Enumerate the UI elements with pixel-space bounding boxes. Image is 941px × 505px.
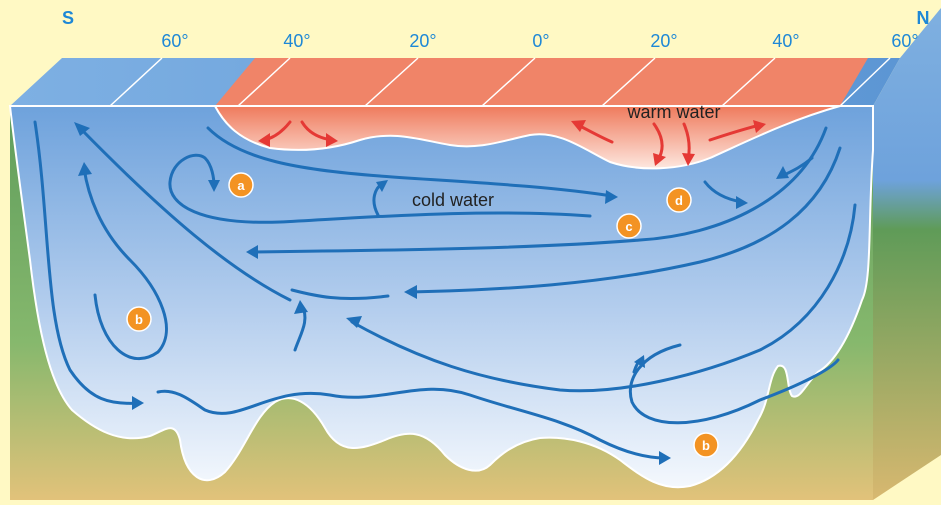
flow-arrow	[290, 288, 390, 300]
flow-arrow	[76, 124, 292, 302]
flow-arrow	[206, 126, 614, 198]
flow-arrow	[168, 153, 592, 224]
warm-water-label: warm water	[626, 102, 720, 122]
latitude-label: 60°	[891, 31, 918, 51]
water-body	[8, 105, 874, 489]
flow-arrowhead	[294, 300, 308, 314]
latitude-labels: 60° 40° 20° 0° 20° 40° 60°	[161, 31, 918, 51]
flow-arrowhead	[78, 162, 92, 176]
warm-flows	[258, 120, 766, 166]
warm-arrowhead	[326, 133, 338, 147]
warm-arrowhead	[258, 133, 270, 147]
badge-label: c	[625, 219, 632, 234]
circulation-flows	[33, 120, 857, 465]
flow-arrow	[350, 203, 857, 393]
flow-arrowhead	[132, 396, 144, 410]
flow-arrowhead	[736, 196, 748, 209]
flow-arrow	[408, 146, 842, 294]
flow-arrow	[33, 120, 142, 405]
badge-label: b	[702, 438, 710, 453]
latitude-label: 40°	[772, 31, 799, 51]
warm-arrowhead	[682, 153, 695, 166]
warm-water-surface	[215, 58, 868, 106]
flow-arrowhead	[404, 285, 417, 299]
grid-line	[601, 57, 656, 107]
grid-line	[237, 57, 291, 107]
badge-circle	[126, 306, 152, 332]
latitude-label: 20°	[409, 31, 436, 51]
flow-arrow	[156, 387, 667, 460]
flow-arrowhead	[376, 180, 388, 192]
badge-circle	[228, 172, 254, 198]
grid-line	[109, 57, 163, 107]
badge-label: b	[135, 312, 143, 327]
flow-arrowhead	[776, 166, 789, 179]
latitude-label: 60°	[161, 31, 188, 51]
north-pole-label: N	[917, 8, 930, 28]
flow-arrowhead	[659, 451, 671, 465]
flow-arrowhead	[74, 122, 90, 136]
badge-b-north: b	[693, 432, 719, 458]
badge-a: a	[228, 172, 254, 198]
flow-arrow	[82, 166, 168, 361]
flow-arrowhead	[634, 355, 645, 368]
box-right-side	[873, 8, 941, 500]
grid-line	[839, 57, 891, 107]
warm-arrowhead	[653, 153, 666, 166]
latitude-label: 0°	[532, 31, 549, 51]
badge-label: a	[237, 178, 245, 193]
grid-line	[364, 57, 419, 107]
flow-arrowhead	[246, 245, 258, 259]
warm-arrowhead	[571, 120, 586, 132]
badge-c: c	[616, 213, 642, 239]
badge-label: d	[675, 193, 683, 208]
flow-arrow	[250, 126, 828, 254]
flow-arrowhead	[605, 190, 618, 204]
flow-arrowhead	[208, 180, 220, 192]
grid-line	[481, 57, 536, 107]
flow-arrow	[628, 343, 840, 425]
badge-circle	[616, 213, 642, 239]
grid-line	[721, 57, 776, 107]
latitude-grid	[10, 57, 891, 107]
cold-water-label: cold water	[412, 190, 494, 210]
warm-arrowhead	[753, 120, 766, 133]
south-pole-label: S	[62, 8, 74, 28]
warm-water-pocket	[213, 105, 841, 170]
badge-b-south: b	[126, 306, 152, 332]
badge-d: d	[666, 187, 692, 213]
flow-arrowhead	[346, 316, 362, 328]
latitude-label: 40°	[283, 31, 310, 51]
badge-circle	[666, 187, 692, 213]
latitude-label: 20°	[650, 31, 677, 51]
badge-circle	[693, 432, 719, 458]
